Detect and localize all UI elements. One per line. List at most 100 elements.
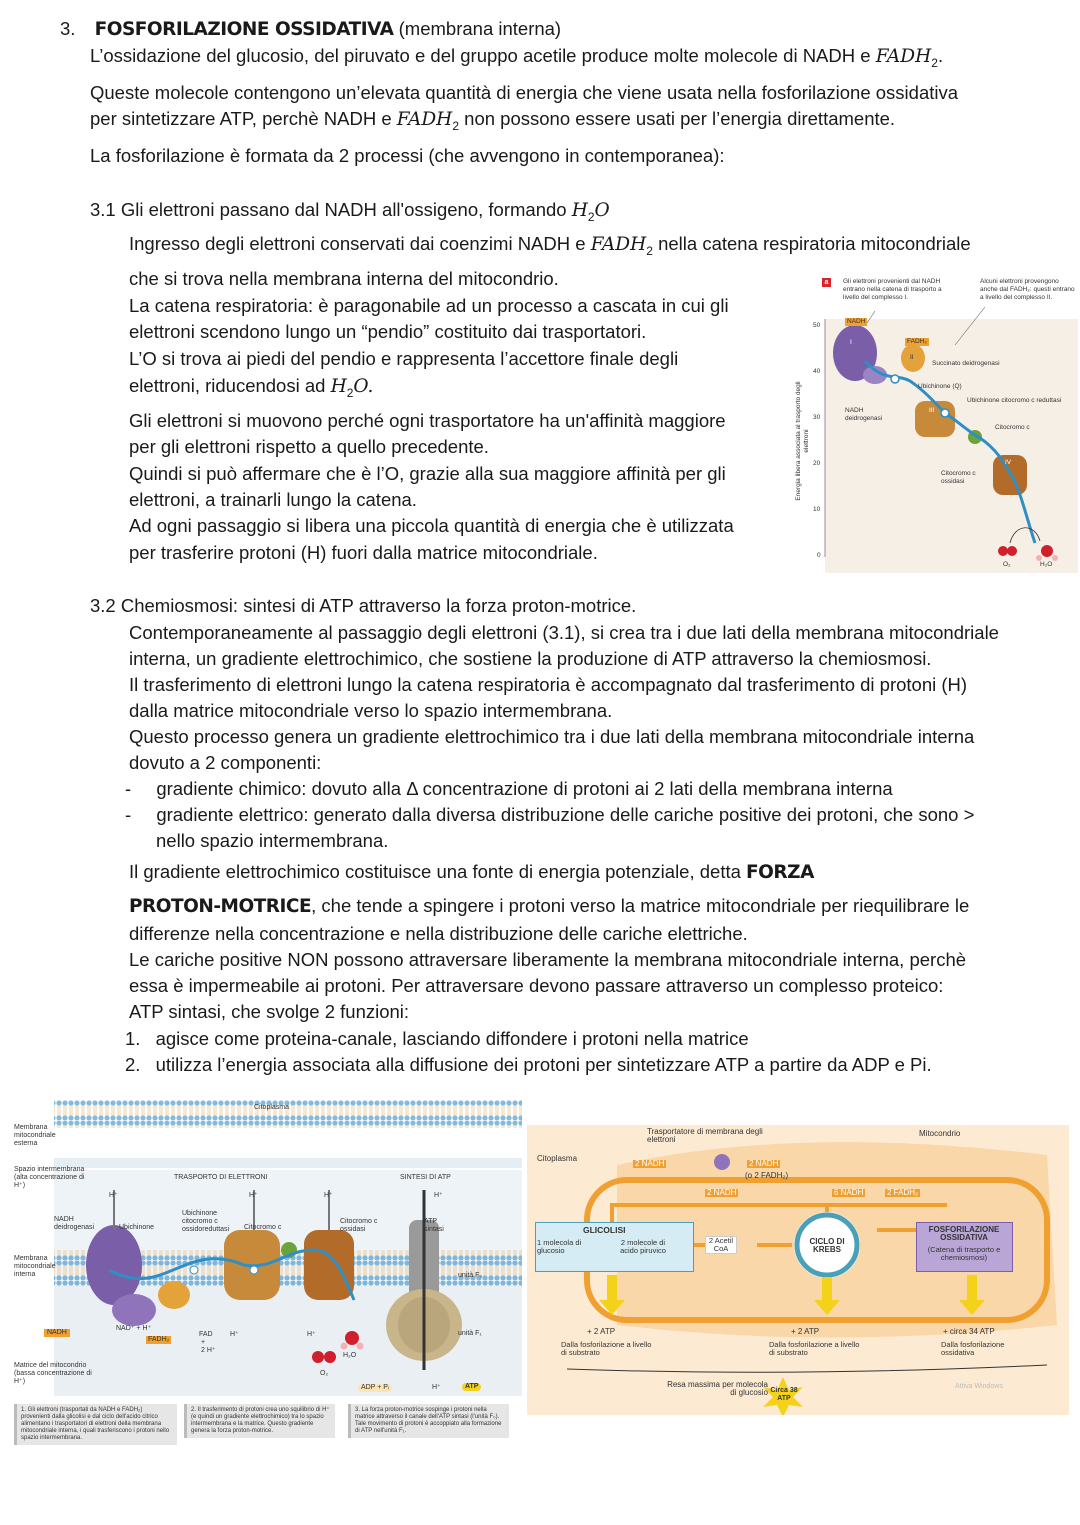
nadh-dh-label: NADH deidrogenasi <box>845 407 883 422</box>
paragraph: Ad ogni passaggio si libera una piccola … <box>129 515 734 536</box>
paragraph: per trasferire protoni (H) fuori dalla m… <box>129 542 598 563</box>
paragraph: L’ossidazione del glucosio, del piruvato… <box>90 45 944 70</box>
bullet-continuation: nello spazio intermembrana. <box>156 830 389 851</box>
paragraph: essa è impermeabile ai protoni. Per attr… <box>129 975 944 996</box>
o2-label: O₂ <box>320 1370 329 1377</box>
max-yield-label: Resa massima per molecola di glucosio <box>667 1380 768 1397</box>
y-tick: 10 <box>813 506 821 513</box>
cytoplasm-label: Citoplasma <box>537 1154 578 1163</box>
roman-label: III <box>929 407 935 414</box>
watermark: Attiva Windows <box>955 1383 1003 1390</box>
fad-label: FAD <box>199 1331 213 1338</box>
paragraph: che si trova nella membrana interna del … <box>129 268 559 289</box>
adp-label: ADP + Pᵢ <box>358 1384 393 1392</box>
subsection-heading: 3.1 Gli elettroni passano dal NADH all'o… <box>90 199 610 224</box>
atp-yield: + 2 ATP <box>791 1327 820 1336</box>
two-h-label: 2 H⁺ <box>201 1347 216 1354</box>
proton-label: H⁺ <box>307 1331 316 1338</box>
membrane-figure: Citoplasma Membrana mitocondriale estern… <box>14 1100 522 1470</box>
paragraph: elettroni, riducendosi ad H2O. <box>129 375 374 400</box>
caption-1: 1. Gli elettroni (trasportati da NADH e … <box>14 1404 177 1445</box>
ubiquinone-label: Ubichinone <box>119 1224 155 1231</box>
krebs-label: CICLO DI KREBS <box>809 1237 845 1254</box>
proton-label: H⁺ <box>324 1192 333 1199</box>
cytc-label: Citocromo c <box>244 1224 282 1231</box>
paragraph: ATP sintasi, che svolge 2 funzioni: <box>129 1001 410 1022</box>
cytc-label: Citocromo c <box>995 424 1030 431</box>
paragraph: Le cariche positive NON possono attraver… <box>129 949 967 970</box>
membrane-drawing <box>54 1100 522 1396</box>
atp-yield: + 2 ATP <box>587 1327 616 1336</box>
paragraph: per sintetizzare ATP, perchè NADH e FADH… <box>90 108 896 133</box>
respiratory-chain-figure: a Gli elettroni provenienti dal NADH ent… <box>795 273 1078 573</box>
oxphos-box <box>916 1222 1013 1272</box>
paragraph: elettroni scendono lungo un “pendio” cos… <box>129 321 647 342</box>
paragraph: dalla matrice mitocondriale verso lo spa… <box>129 700 613 721</box>
section-title: FOSFORILAZIONE OSSIDATIVA <box>94 19 394 40</box>
proton-label: H⁺ <box>109 1192 118 1199</box>
proton-label: H⁺ <box>434 1192 443 1199</box>
paragraph: Ingresso degli elettroni conservati dai … <box>129 233 971 258</box>
numbered-item: 1. agisce come proteina-canale, lasciand… <box>125 1028 749 1049</box>
nadh-badge: 2 NADH <box>633 1159 667 1168</box>
y-tick: 0 <box>817 552 821 559</box>
respiration-overview-figure: Trasportatore di membrana degli elettron… <box>527 1125 1069 1415</box>
paragraph: Contemporaneamente al passaggio degli el… <box>129 622 999 643</box>
paragraph: differenze nella concentrazione e nella … <box>129 923 748 944</box>
acetyl-coa-label: 2 Acetil CoA <box>705 1236 737 1254</box>
fadh2-label: FADH₂ <box>905 338 929 346</box>
y-tick: 40 <box>813 368 821 375</box>
synthesis-label: SINTESI DI ATP <box>400 1174 451 1181</box>
nadh-dh-label: NADH deidrogenasi <box>54 1216 95 1231</box>
bullet-item: - gradiente elettrico: generato dalla di… <box>125 804 975 825</box>
paragraph: La catena respiratoria: è paragonabile a… <box>129 295 729 316</box>
caption-2: 2. Il trasferimento di protoni crea uno … <box>184 1404 335 1438</box>
atp-synthase-label: ATP sintasi <box>424 1218 444 1233</box>
annotation: Alcuni elettroni provengono anche dal FA… <box>980 278 1075 301</box>
y-tick: 30 <box>813 414 821 421</box>
section-number: 3. <box>60 18 76 39</box>
numbered-item: 2. utilizza l’energia associata alla dif… <box>125 1054 932 1075</box>
subsection-heading: 3.2 Chemiosmosi: sintesi di ATP attraver… <box>90 595 637 616</box>
transport-label: TRASPORTO DI ELETTRONI <box>174 1174 268 1181</box>
paragraph: interna, un gradiente elettrochimico, ch… <box>129 648 932 669</box>
atp-label: ATP <box>462 1383 482 1391</box>
nadh-label: NADH <box>845 318 868 326</box>
fadh2-label: FADH₂ <box>146 1336 172 1344</box>
complex-iii-label: Ubichinone citocromo c ossidoreduttasi <box>182 1210 230 1233</box>
nadh-badge: 2 NADH <box>705 1188 739 1197</box>
glycolysis-title: GLICOLISI <box>583 1225 626 1235</box>
total-atp: Circa 38 ATP <box>770 1387 798 1402</box>
intermembrane-label: Spazio intermembrana (alta concentrazion… <box>14 1166 85 1189</box>
plus-sign: + <box>201 1339 206 1346</box>
glucose-label: 1 molecola di glucosio <box>537 1238 582 1255</box>
pyruvate-label: 2 molecole di acido piruvico <box>620 1238 666 1255</box>
figure-badge: a <box>822 278 831 287</box>
mitochondrion-label: Mitocondrio <box>919 1129 961 1138</box>
roman-label: IV <box>1005 459 1012 466</box>
proton-label: H⁺ <box>249 1192 258 1199</box>
paragraph: Gli elettroni si muovono perché ogni tra… <box>129 410 726 431</box>
annotation: Gli elettroni provenienti dal NADH entra… <box>843 278 942 301</box>
succinate-label: Succinato deidrogenasi <box>932 360 1000 367</box>
paragraph: PROTON-MOTRICE, che tende a spingere i p… <box>129 895 970 917</box>
paragraph: La fosforilazione è formata da 2 process… <box>90 145 725 166</box>
paragraph: Il trasferimento di elettroni lungo la c… <box>129 674 968 695</box>
nad-label: NAD⁺ + H⁺ <box>116 1325 152 1332</box>
paragraph: Il gradiente elettrochimico costituisce … <box>129 861 814 883</box>
inner-membrane-label: Membrana mitocondriale interna <box>14 1255 56 1278</box>
roman-label: I <box>850 339 852 346</box>
transporter-label: Trasportatore di membrana degli elettron… <box>647 1127 763 1144</box>
proton-label: H⁺ <box>432 1384 441 1391</box>
section-title-note: (membrana interna) <box>398 18 562 39</box>
glycolysis-box <box>535 1222 694 1272</box>
matrix-label: Matrice del mitocondrio (bassa concentra… <box>14 1362 92 1385</box>
y-tick: 20 <box>813 460 821 467</box>
atp-source: Dalla fosforilazione a livello di substr… <box>561 1340 652 1357</box>
h2o-label: H₂O <box>343 1352 357 1359</box>
paragraph: Quindi si può affermare che è l’O, grazi… <box>129 463 726 484</box>
citoplasma-label: Citoplasma <box>254 1104 290 1111</box>
bullet-item: - gradiente chimico: dovuto alla Δ conce… <box>125 778 893 799</box>
complex-iii-label: Ubichinone citocromo c reduttasi <box>967 397 1062 404</box>
paragraph: L’O si trova ai piedi del pendio e rappr… <box>129 348 679 369</box>
